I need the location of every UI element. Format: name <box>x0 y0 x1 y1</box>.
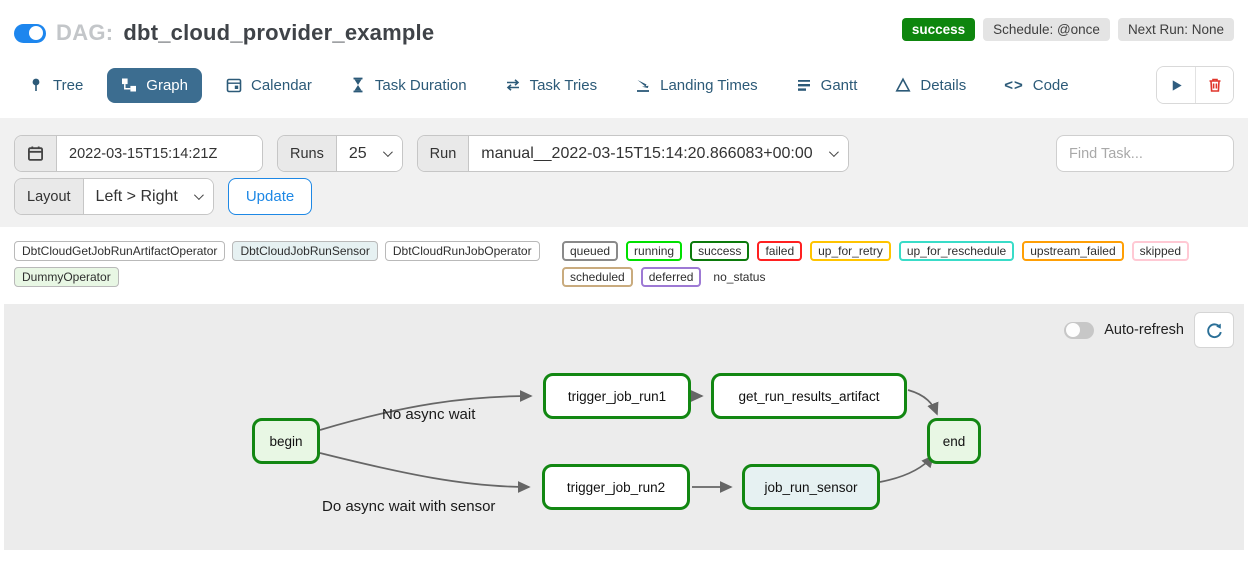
task-node-begin[interactable]: begin <box>252 418 320 464</box>
chevron-down-icon <box>828 147 839 158</box>
run-select[interactable]: manual__2022-03-15T15:14:20.866083+00:00 <box>469 136 848 171</box>
layout-group: Layout Left > Right <box>14 178 214 215</box>
task-node-trigger-job-run2[interactable]: trigger_job_run2 <box>542 464 690 510</box>
toggle-knob <box>29 26 43 40</box>
repeat-icon <box>505 77 521 93</box>
chevron-down-icon <box>193 190 204 201</box>
run-group: Run manual__2022-03-15T15:14:20.866083+0… <box>416 135 849 172</box>
trigger-dag-button[interactable] <box>1157 67 1195 103</box>
auto-refresh-label: Auto-refresh <box>1104 322 1184 338</box>
chevron-down-icon <box>382 147 393 158</box>
run-label: Run <box>417 136 470 171</box>
runs-count-select[interactable]: 25 <box>336 136 402 171</box>
task-node-trigger-job-run1[interactable]: trigger_job_run1 <box>543 373 691 419</box>
calendar-picker-button[interactable] <box>15 136 57 171</box>
gantt-bars-icon <box>796 77 812 93</box>
status-badge-up-for-retry: up_for_retry <box>810 241 891 261</box>
tab-label: Calendar <box>251 76 312 94</box>
runs-label: Runs <box>278 136 337 171</box>
tab-label: Task Tries <box>529 76 598 94</box>
status-badge-success: success <box>690 241 750 261</box>
update-button[interactable]: Update <box>227 178 313 215</box>
dag-header: DAG: dbt_cloud_provider_example success … <box>0 0 1248 58</box>
operator-badge: DbtCloudGetJobRunArtifactOperator <box>14 241 226 261</box>
task-node-get-run-results-artifact[interactable]: get_run_results_artifact <box>711 373 907 419</box>
play-icon <box>1169 78 1184 93</box>
status-badge-up-for-reschedule: up_for_reschedule <box>898 241 1015 261</box>
dag-status-badge[interactable]: success <box>901 17 976 41</box>
trash-icon <box>1207 77 1223 93</box>
task-node-job-run-sensor[interactable]: job_run_sensor <box>742 464 880 510</box>
legend: DbtCloudGetJobRunArtifactOperator DbtClo… <box>0 227 1248 299</box>
tab-tree[interactable]: Tree <box>14 68 97 103</box>
operator-legend: DbtCloudGetJobRunArtifactOperator DbtClo… <box>14 241 562 287</box>
tab-label: Gantt <box>820 76 858 94</box>
tree-icon <box>28 77 44 93</box>
tab-label: Tree <box>53 76 84 94</box>
dag-prefix-label: DAG: <box>56 20 114 45</box>
layout-label: Layout <box>15 179 84 214</box>
tab-label: Details <box>920 76 967 94</box>
delete-dag-button[interactable] <box>1195 67 1233 103</box>
plane-landing-icon <box>635 77 651 93</box>
graph-icon <box>121 77 137 93</box>
view-tabbar: Tree Graph Calendar Task Duration <box>0 58 1248 118</box>
tab-label: Graph <box>146 76 188 94</box>
task-node-end[interactable]: end <box>927 418 981 464</box>
page-title: dbt_cloud_provider_example <box>123 20 435 45</box>
status-badge-no-status: no_status <box>709 267 774 287</box>
next-run-badge: Next Run: None <box>1117 17 1234 41</box>
runs-count-value: 25 <box>348 144 367 162</box>
auto-refresh-controls: Auto-refresh <box>1064 312 1234 348</box>
tab-code[interactable]: <> Code <box>990 68 1082 103</box>
tab-label: Task Duration <box>374 76 467 94</box>
calendar-icon <box>226 77 242 93</box>
execution-date-group <box>14 135 263 172</box>
tab-label: Landing Times <box>660 76 758 94</box>
tab-task-duration[interactable]: Task Duration <box>336 68 481 103</box>
tab-gantt[interactable]: Gantt <box>782 68 872 103</box>
triangle-icon <box>895 77 911 93</box>
status-badge-deferred: deferred <box>640 267 702 287</box>
execution-date-input[interactable] <box>57 136 262 171</box>
status-badge-running: running <box>626 241 683 261</box>
find-task-input[interactable] <box>1056 135 1234 172</box>
calendar-icon <box>27 145 44 162</box>
toggle-knob <box>1066 323 1081 337</box>
edge-label-no-async-wait: No async wait <box>382 406 476 423</box>
filter-bar: Runs 25 Run manual__2022-03-15T15:14:20.… <box>0 118 1248 227</box>
layout-select-value: Left > Right <box>95 187 178 205</box>
tab-details[interactable]: Details <box>881 68 980 103</box>
operator-badge: DbtCloudRunJobOperator <box>384 241 540 261</box>
status-badge-failed: failed <box>757 241 803 261</box>
tab-task-tries[interactable]: Task Tries <box>491 68 612 103</box>
airflow-dag-graph-page: DAG: dbt_cloud_provider_example success … <box>0 0 1248 550</box>
tab-landing-times[interactable]: Landing Times <box>621 68 772 103</box>
status-badge-queued: queued <box>562 241 619 261</box>
status-legend: queued running success failed up_for_ret… <box>562 241 1234 287</box>
refresh-button[interactable] <box>1194 312 1234 348</box>
tab-graph[interactable]: Graph <box>107 67 202 103</box>
dag-edges <box>319 389 939 493</box>
status-badge-scheduled: scheduled <box>562 267 633 287</box>
code-brackets-icon: <> <box>1004 76 1024 94</box>
tab-calendar[interactable]: Calendar <box>212 68 326 103</box>
layout-select[interactable]: Left > Right <box>83 179 213 214</box>
status-badge-skipped: skipped <box>1131 241 1189 261</box>
tab-label: Code <box>1032 76 1069 94</box>
runs-group: Runs 25 <box>277 135 403 172</box>
operator-badge: DummyOperator <box>14 267 119 287</box>
hourglass-icon <box>350 77 366 93</box>
refresh-icon <box>1206 322 1223 339</box>
auto-refresh-toggle[interactable] <box>1064 321 1095 339</box>
dag-graph-panel: Auto-refresh N <box>4 304 1244 550</box>
schedule-badge: Schedule: @once <box>983 17 1110 41</box>
operator-badge: DbtCloudJobRunSensor <box>232 241 378 261</box>
dag-pause-toggle[interactable] <box>14 23 46 43</box>
run-select-value: manual__2022-03-15T15:14:20.866083+00:00 <box>481 144 813 162</box>
status-badge-upstream-failed: upstream_failed <box>1022 241 1124 261</box>
edge-label-do-async-wait: Do async wait with sensor <box>322 498 496 515</box>
dag-action-buttons <box>1156 66 1234 104</box>
